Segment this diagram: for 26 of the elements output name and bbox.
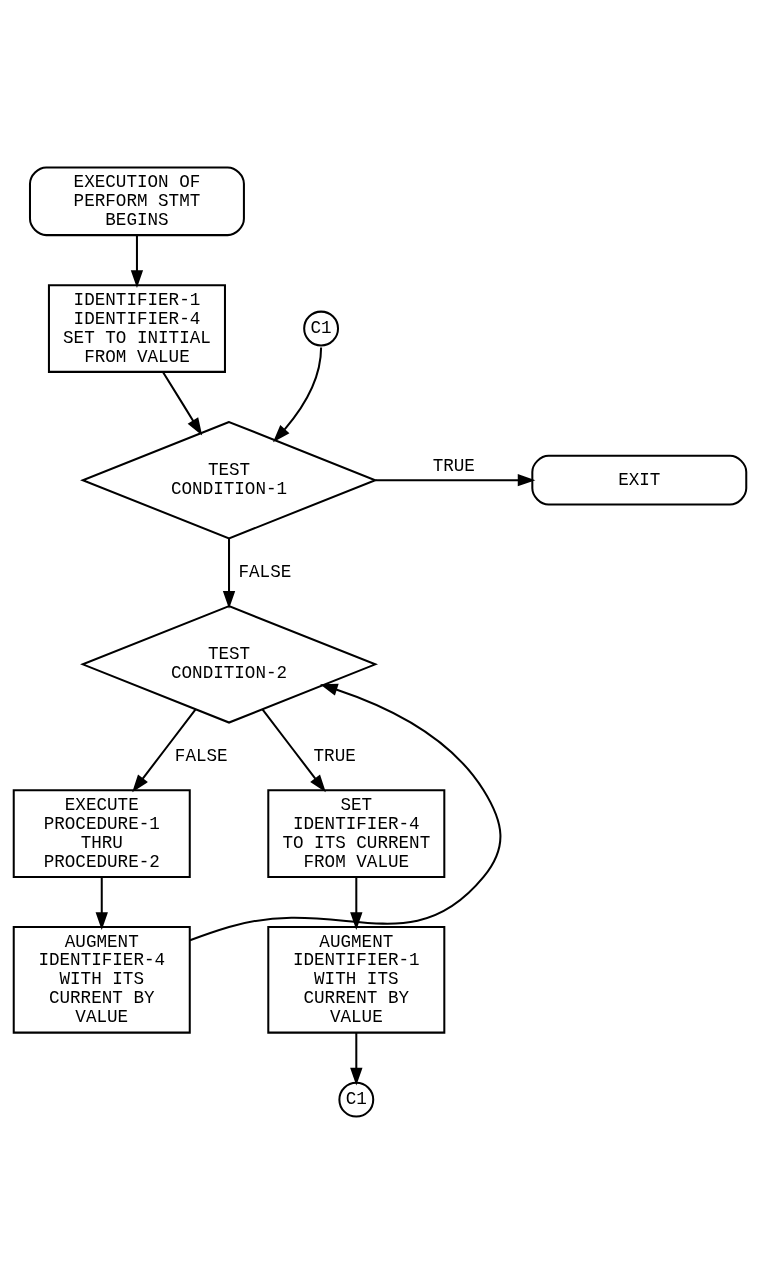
- arrow: [162, 371, 203, 435]
- node-circle: C1: [338, 1081, 375, 1118]
- arrow: [350, 876, 363, 930]
- node-box: EXIT: [531, 454, 748, 506]
- edge-label: TRUE: [432, 455, 475, 476]
- node-box: AUGMENT IDENTIFIER-1 WITH ITS CURRENT BY VALUE: [267, 925, 446, 1034]
- node-box: IDENTIFIER-1 IDENTIFIER-4 SET TO INITIAL FROM VALUE: [47, 283, 226, 373]
- arrow: [350, 1032, 363, 1085]
- arrow: [130, 234, 144, 288]
- node-box: SET IDENTIFIER-4 TO ITS CURRENT FROM VALUE: [267, 788, 446, 878]
- arrow: [222, 537, 236, 609]
- edge-label: FALSE: [174, 745, 228, 766]
- node-box: AUGMENT IDENTIFIER-4 WITH ITS CURRENT BY VALUE: [12, 925, 191, 1034]
- arrow: [95, 876, 108, 930]
- arrow: [189, 683, 502, 941]
- arrow: [132, 708, 197, 792]
- edge-label: TRUE: [313, 745, 356, 766]
- node-diamond: TEST CONDITION-1: [80, 420, 378, 539]
- node-box: EXECUTE PROCEDURE-1 THRU PROCEDURE-2: [12, 788, 191, 878]
- arrow: [375, 473, 536, 486]
- edge-label: FALSE: [238, 561, 292, 582]
- node-diamond: TEST CONDITION-2: [80, 604, 378, 724]
- node-circle: C1: [303, 310, 340, 346]
- arrow: [261, 708, 326, 792]
- node-box: EXECUTION OF PERFORM STMT BEGINS: [28, 165, 245, 236]
- arrow: [273, 346, 323, 442]
